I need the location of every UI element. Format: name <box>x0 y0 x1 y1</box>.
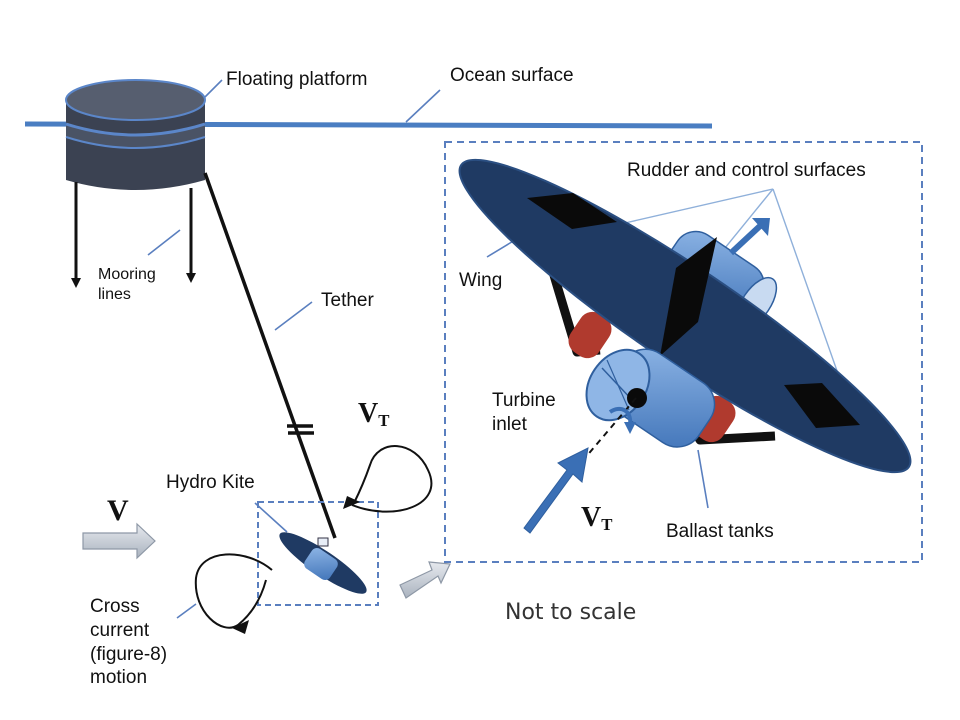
rotation-arrowhead <box>624 422 636 434</box>
zoom-box <box>444 141 923 563</box>
cross-label-line2: current <box>90 619 150 641</box>
cross-label-line3: (figure-8) <box>90 643 168 665</box>
mooring-label-line2: lines <box>98 286 131 303</box>
floating-platform-label: Floating platform <box>226 69 368 90</box>
cross-current-label: Cross current (figure-8) motion <box>90 595 167 690</box>
vt-inflow-arrow <box>523 447 589 534</box>
vt-lower-symbol: VT <box>581 502 612 535</box>
vt-lower-main: V <box>581 502 602 533</box>
loop-arrowhead <box>232 620 249 634</box>
flow-arrow-left <box>82 522 156 560</box>
vt-dashed-line <box>584 397 637 459</box>
leader-lines <box>147 79 709 619</box>
vt-upper-symbol: VT <box>358 398 389 431</box>
rudder-label: Rudder and control surfaces <box>627 160 866 181</box>
ocean-surface-label: Ocean surface <box>450 65 574 86</box>
tether-line <box>203 172 337 539</box>
rotation-arrow <box>608 406 633 426</box>
small-hydro-kite <box>279 532 367 594</box>
not-to-scale-label: Not to scale <box>505 600 637 625</box>
floating-platform <box>65 79 206 190</box>
loop-path-lower <box>194 553 273 629</box>
loop-path-upper <box>351 445 433 513</box>
turbine-label-line2: inlet <box>492 413 527 435</box>
loop-arrowhead <box>343 496 360 509</box>
tether-label: Tether <box>321 290 374 311</box>
vt-lower-sub: T <box>601 515 613 535</box>
cross-label-line4: motion <box>90 667 148 689</box>
hydro-kite-label: Hydro Kite <box>166 472 255 493</box>
wing-label: Wing <box>459 270 503 291</box>
vt-upper-main: V <box>358 398 379 429</box>
turbine-label-line1: Turbine <box>492 390 556 411</box>
vt-upper-sub: T <box>378 411 390 431</box>
cross-label-line1: Cross <box>90 596 140 617</box>
turbine-inlet-label: Turbine inlet <box>492 389 556 437</box>
v-flow-symbol: V <box>107 494 129 527</box>
mooring-label: Mooring lines <box>98 265 156 305</box>
zoom-arrow <box>399 561 451 599</box>
small-kite-box <box>257 501 379 606</box>
mooring-label-line1: Mooring <box>98 266 156 283</box>
ballast-tanks-label: Ballast tanks <box>666 521 774 542</box>
